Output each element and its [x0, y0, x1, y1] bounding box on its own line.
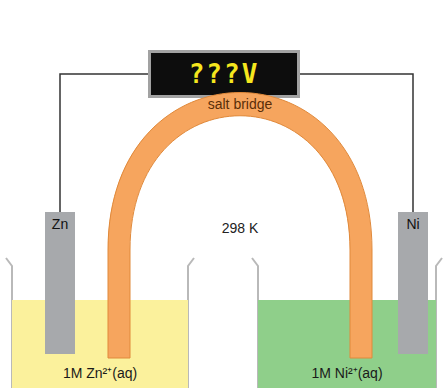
salt-bridge-shape: [108, 93, 372, 359]
temperature-label: 298 K: [222, 220, 259, 236]
node-text: Zn: [52, 216, 68, 232]
beaker-wall: [436, 258, 442, 388]
node-text: 1M Zn²⁺(aq): [63, 363, 137, 382]
node-text: ???V: [189, 59, 260, 89]
nickel-electrode: Ni: [398, 212, 428, 354]
zinc-solution: 1M Zn²⁺(aq): [12, 300, 188, 388]
zinc-electrode: Zn: [45, 212, 75, 354]
beaker-wall: [188, 258, 194, 388]
node-text: salt bridge: [104, 96, 376, 112]
node-text: 1M Ni²⁺(aq): [311, 363, 382, 382]
node-text: Ni: [406, 216, 419, 232]
voltmeter-display: ???V: [148, 50, 300, 98]
